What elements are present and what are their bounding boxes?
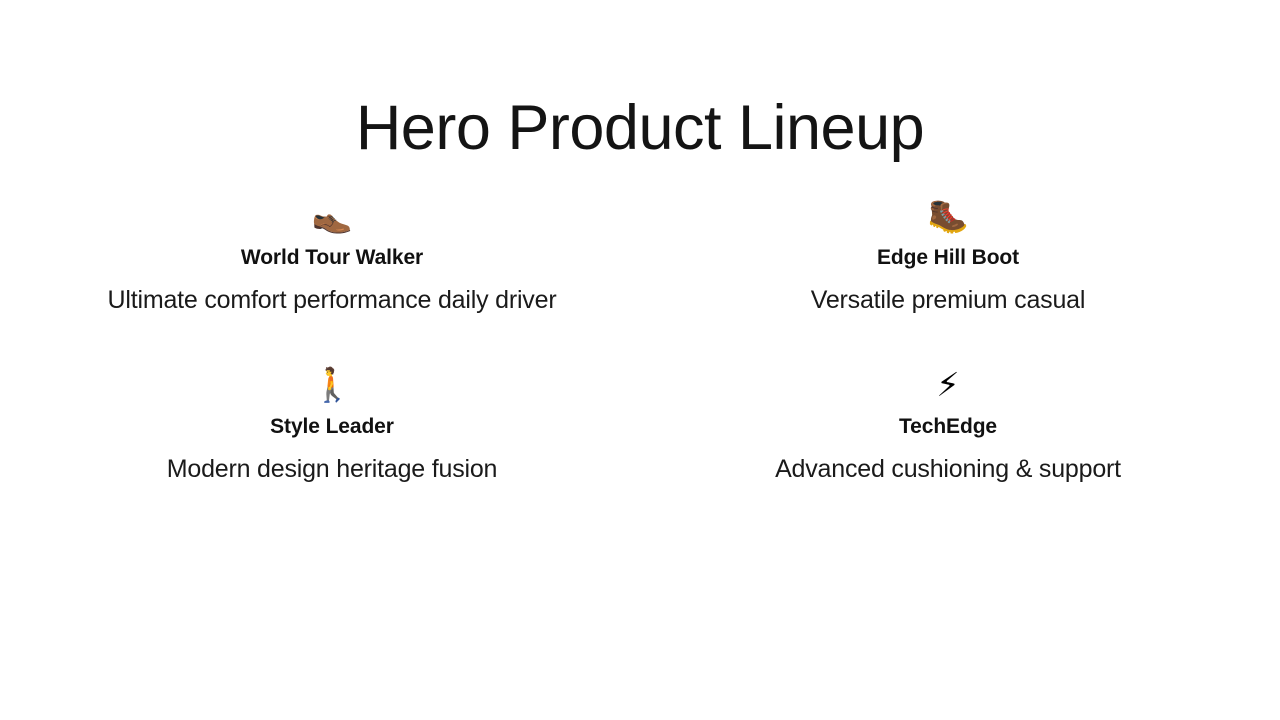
walking-person-icon: 🚶 xyxy=(311,364,353,404)
product-description: Advanced cushioning & support xyxy=(775,454,1121,483)
product-grid: 👞 World Tour Walker Ultimate comfort per… xyxy=(64,196,1216,486)
product-name: Edge Hill Boot xyxy=(876,246,1020,269)
product-name: TechEdge xyxy=(899,414,997,438)
product-name: Style Leader xyxy=(270,414,394,438)
product-description: Ultimate comfort performance daily drive… xyxy=(107,286,557,315)
product-card[interactable]: 🥾 Edge Hill Boot Versatile premium casua… xyxy=(680,196,1216,318)
lightning-bolt-icon: ⚡ xyxy=(936,364,960,404)
product-card[interactable]: ⚡ TechEdge Advanced cushioning & support xyxy=(680,365,1216,487)
product-description: Modern design heritage fusion xyxy=(166,454,498,483)
dress-shoe-icon: 👞 xyxy=(311,196,353,235)
product-card[interactable]: 🚶 Style Leader Modern design heritage fu… xyxy=(64,365,600,487)
product-name: World Tour Walker xyxy=(240,246,424,269)
hiking-boot-icon: 🥾 xyxy=(927,196,969,235)
page-title: Hero Product Lineup xyxy=(355,93,925,164)
product-card[interactable]: 👞 World Tour Walker Ultimate comfort per… xyxy=(64,196,600,318)
product-description: Versatile premium casual xyxy=(810,286,1086,315)
